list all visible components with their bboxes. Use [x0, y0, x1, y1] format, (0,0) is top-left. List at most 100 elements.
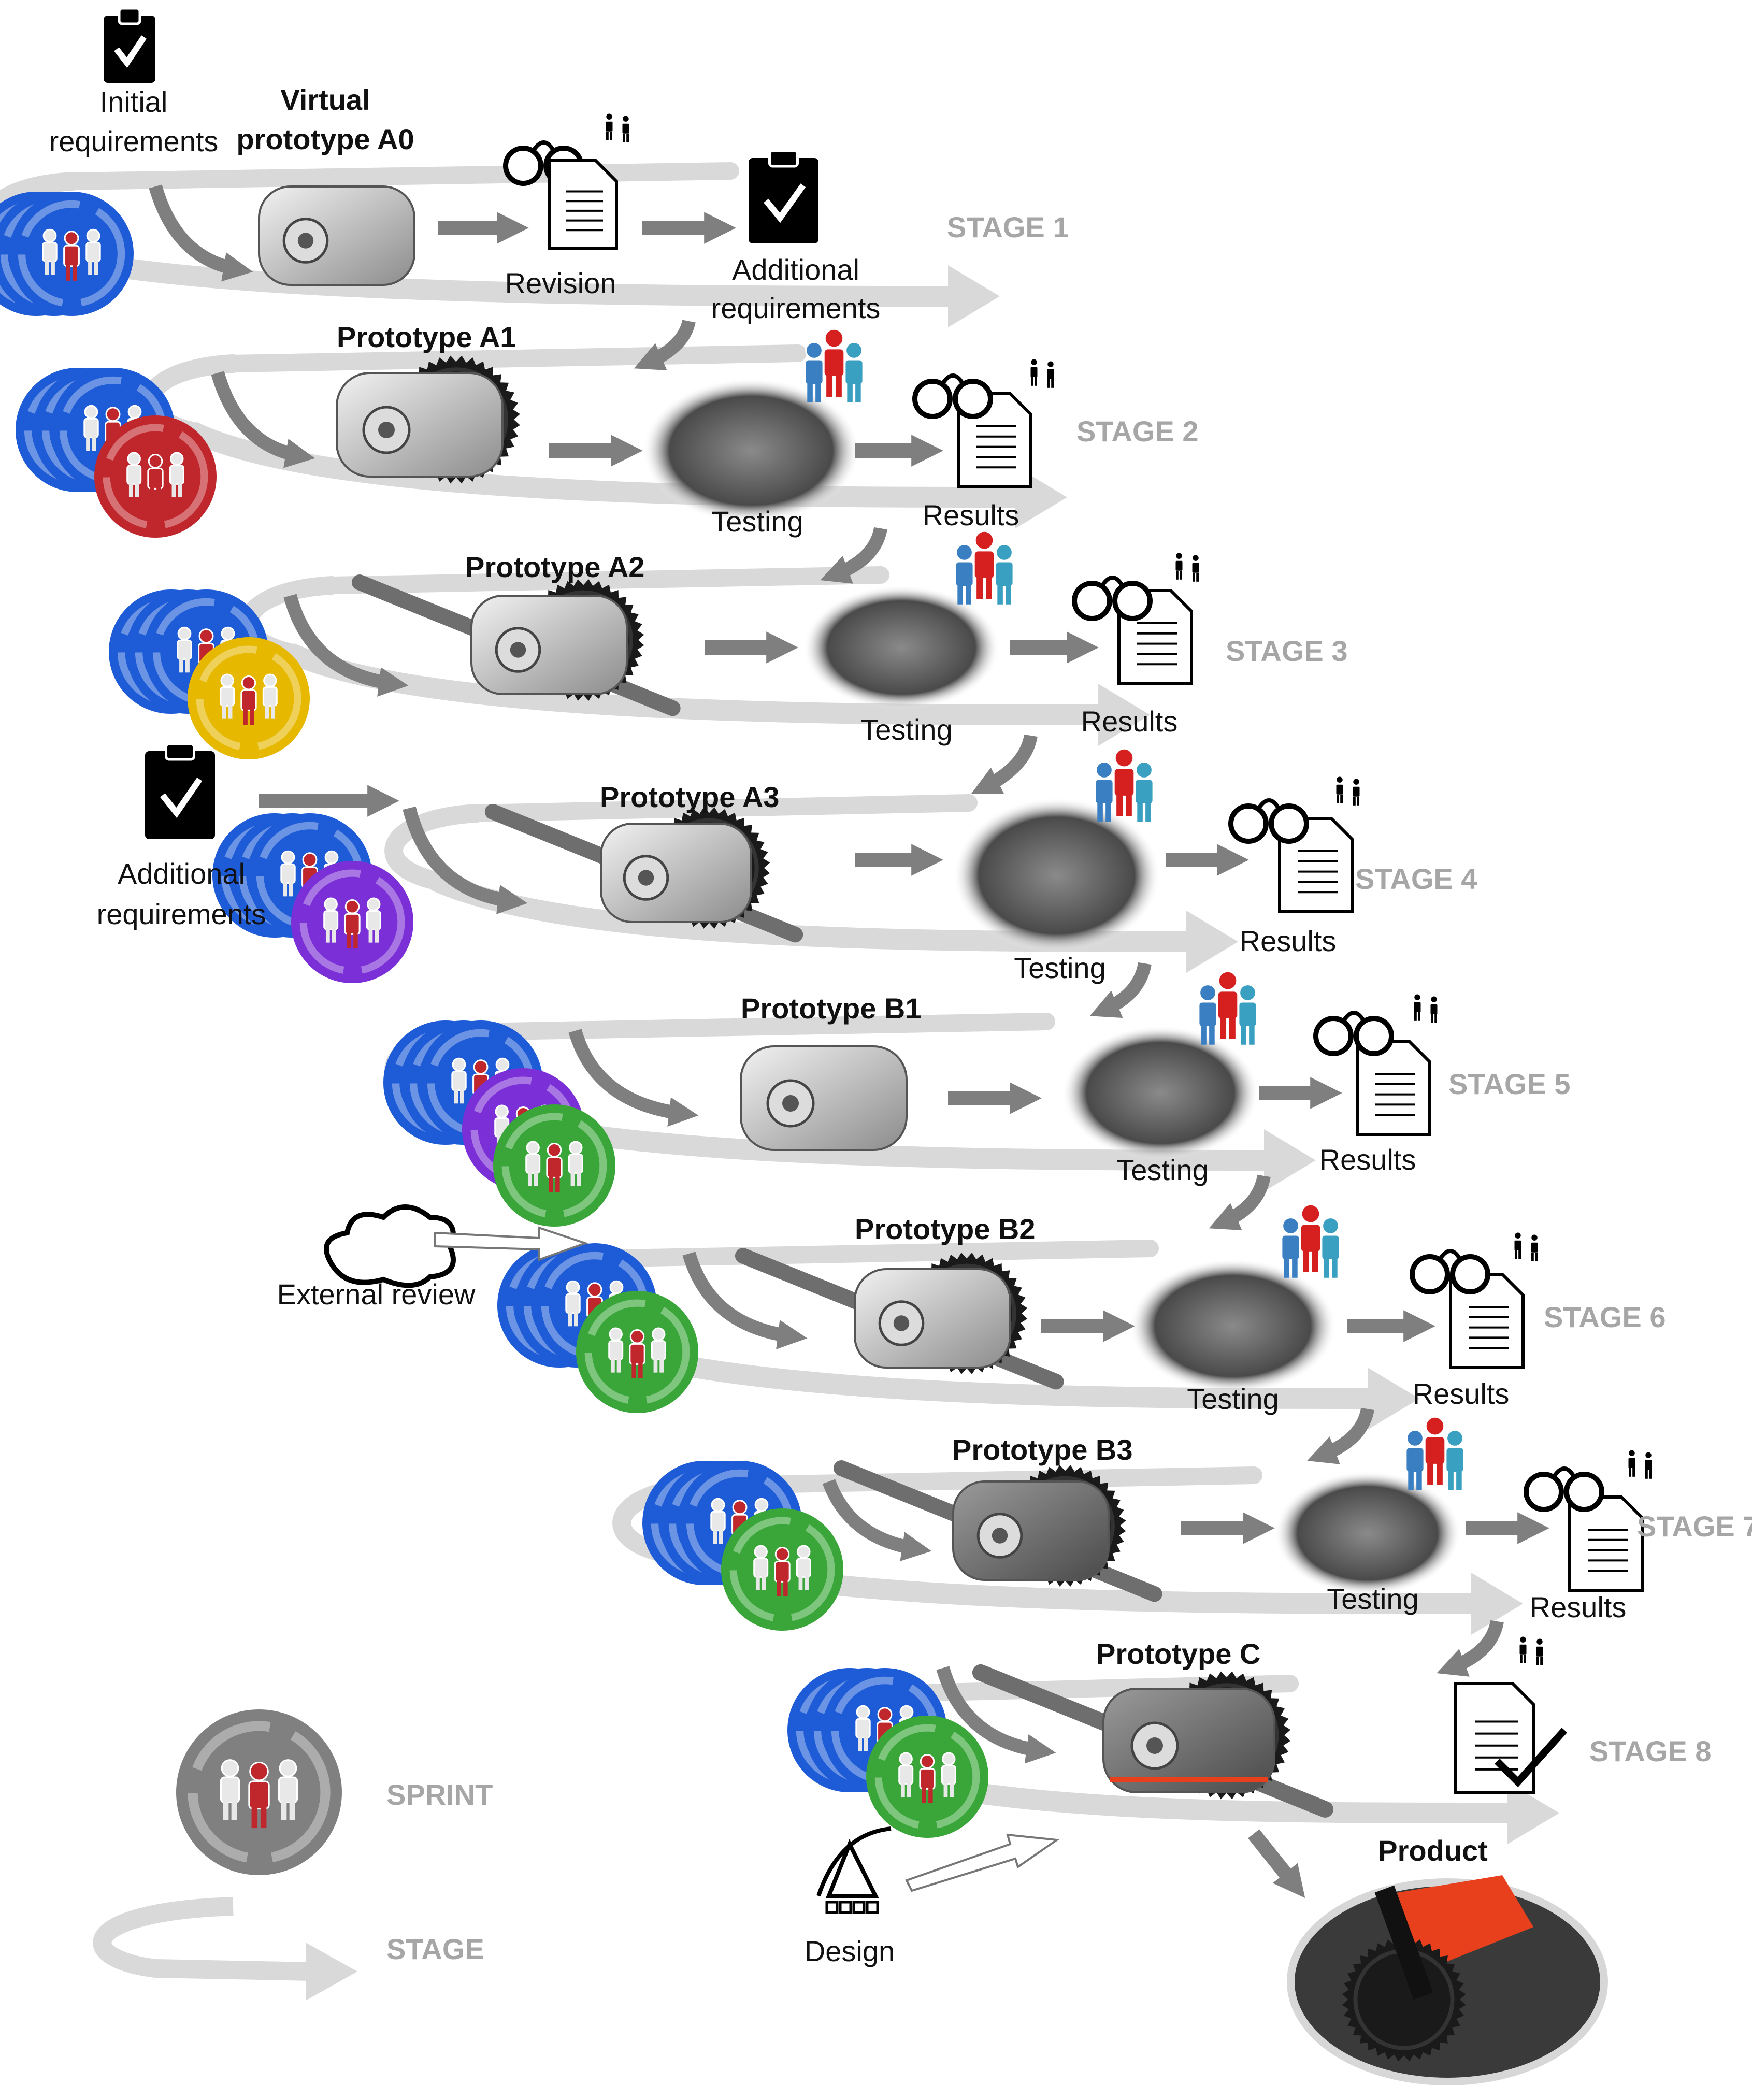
virtual-prototype-line1: Virtual	[280, 83, 370, 116]
band-arrowhead	[1507, 1782, 1559, 1844]
person-body	[844, 358, 864, 385]
stage-label-5: STAGE 5	[1448, 1068, 1570, 1100]
prototype-b1	[740, 1045, 908, 1151]
sprint-cycle-ring	[299, 869, 405, 975]
glasses-bridge	[1257, 798, 1281, 810]
person-leg	[1535, 1253, 1538, 1261]
person-head	[279, 1759, 297, 1777]
person-icon	[169, 452, 184, 497]
person-leg	[73, 265, 77, 281]
person-body	[546, 1156, 563, 1178]
person-leg	[1456, 1471, 1462, 1490]
person-leg	[616, 1358, 621, 1373]
person-head	[856, 1705, 870, 1719]
person-leg	[94, 260, 98, 275]
glasses-lens	[1112, 581, 1153, 621]
reviewer-icon	[621, 114, 631, 142]
person-leg	[577, 1172, 581, 1186]
person-leg	[66, 265, 70, 281]
person-head	[797, 1545, 811, 1559]
glasses-icon-stage-4	[1228, 798, 1309, 844]
document-icon-revision	[548, 159, 618, 250]
person-leg	[922, 1788, 926, 1803]
person-icon	[608, 1327, 624, 1373]
person-body	[220, 686, 235, 707]
person-leg	[128, 483, 133, 497]
prototype-titles: Prototype A1 Prototype A2 Prototype A3 P…	[337, 321, 1260, 1670]
person-body	[1094, 778, 1114, 805]
glasses-icon-stage-2	[912, 373, 993, 419]
additional-requirements-1-line1: Additional	[732, 253, 859, 286]
band-top-line	[64, 162, 739, 190]
reviewer-icon	[1513, 1231, 1523, 1259]
person-head	[526, 1141, 540, 1155]
person-leg	[807, 383, 813, 402]
sprint-circle-front	[94, 415, 217, 538]
sprint-cycle-ring	[584, 1299, 690, 1405]
person-body	[608, 1340, 624, 1360]
person-body	[823, 348, 845, 378]
person-leg	[713, 1529, 717, 1544]
person-leg	[847, 383, 853, 402]
motor-shaft	[297, 233, 314, 249]
flow-arrow-sprint-to-prototype-2	[211, 371, 315, 468]
chainring	[1342, 1937, 1466, 2062]
flow-arrow-sprint-to-prototype-6	[682, 1252, 808, 1349]
team-member-icon	[1281, 1217, 1301, 1278]
band-top-line	[696, 1466, 1262, 1494]
person-leg	[568, 1312, 572, 1327]
clipboard-clip	[768, 149, 799, 168]
person-body	[568, 1154, 583, 1174]
person-leg	[332, 928, 336, 943]
person-icon	[919, 1754, 936, 1803]
person-leg	[777, 1580, 781, 1596]
person-leg	[549, 1176, 553, 1192]
person-head	[302, 852, 318, 868]
testing-photo-stage-3	[803, 585, 1000, 710]
person-head	[64, 231, 79, 246]
crank-arm-left	[833, 1460, 965, 1523]
person-icon	[126, 452, 142, 497]
hollow-arrow-icon	[434, 1226, 589, 1261]
team-lead-icon	[823, 328, 845, 397]
person-head	[845, 341, 863, 359]
person-icon	[753, 1545, 769, 1590]
person-head	[605, 112, 614, 121]
motor-shaft	[782, 1095, 799, 1112]
person-head	[1535, 1637, 1544, 1646]
person-leg	[570, 1172, 575, 1186]
flow-arrow-to-product	[1248, 1829, 1305, 1898]
testing-photo-stage-6	[1129, 1259, 1337, 1393]
person-leg	[755, 1576, 760, 1590]
person-leg	[626, 134, 629, 142]
person-leg	[1051, 379, 1054, 388]
person-leg	[858, 1736, 863, 1751]
glasses-bridge	[1552, 1466, 1576, 1478]
reviewer-icon	[1334, 775, 1345, 803]
person-body	[1405, 1446, 1425, 1473]
sprint-circle-front	[188, 637, 310, 759]
person-head	[127, 452, 141, 466]
reviewer-team-icon-stage-2	[1029, 357, 1056, 388]
person-icon	[366, 897, 381, 943]
person-head	[1135, 761, 1153, 779]
prototype-b2	[735, 1248, 1064, 1390]
person-body	[147, 467, 164, 490]
person-body	[1513, 1239, 1523, 1252]
person-leg	[950, 1783, 954, 1797]
band-arrowhead	[948, 265, 1000, 327]
design-label: Design	[805, 1935, 895, 1967]
person-head	[1191, 553, 1200, 563]
person-leg	[454, 1089, 458, 1104]
person-leg	[1518, 1250, 1521, 1259]
person-leg	[1431, 1014, 1433, 1023]
person-icon	[774, 1547, 791, 1596]
prototype-a0	[258, 185, 415, 286]
testing-photo-stage-4	[953, 798, 1160, 953]
team-lead-icon	[973, 530, 996, 599]
person-leg	[179, 658, 184, 673]
legend-stage-icon	[93, 1897, 357, 2001]
reviewer-team-icon-stage-8	[1518, 1635, 1545, 1665]
results-document-stage-7	[1568, 1495, 1644, 1592]
red-trim	[1110, 1777, 1268, 1782]
